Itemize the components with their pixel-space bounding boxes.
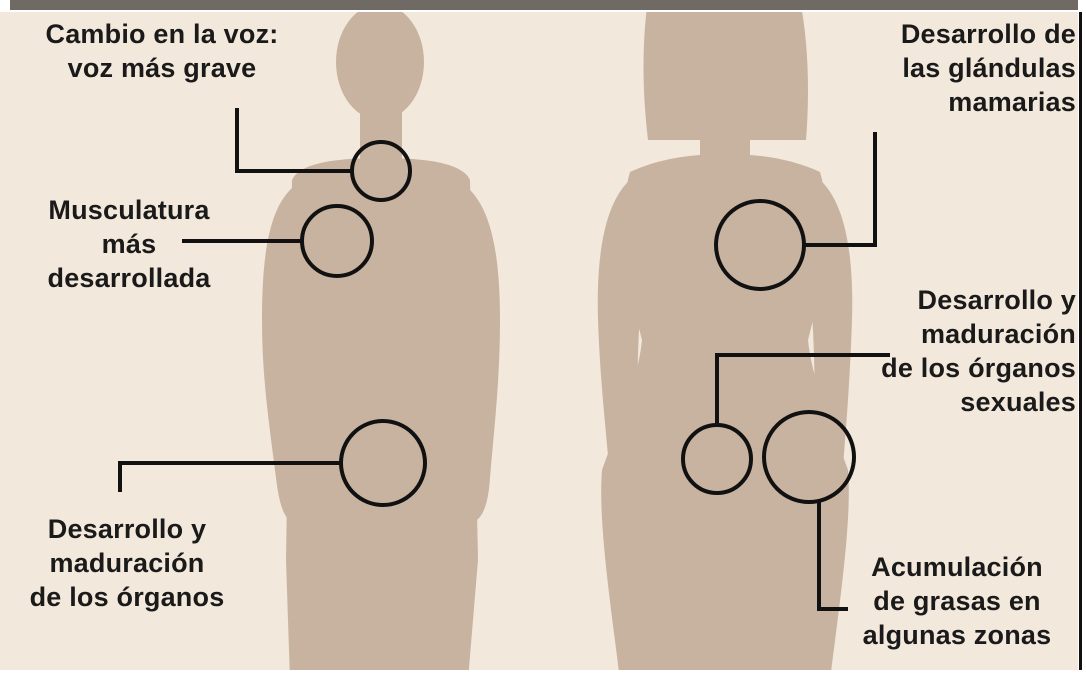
fat-leader-line bbox=[817, 501, 848, 611]
top-frame-bar bbox=[0, 0, 1086, 12]
female-body-silhouette bbox=[597, 0, 853, 680]
male-body-silhouette bbox=[262, 4, 500, 680]
bottom-frame-edge bbox=[0, 670, 1086, 680]
label-musculature: Musculatura más desarrollada bbox=[47, 195, 211, 293]
mammary-leader-line bbox=[804, 132, 877, 247]
voice-leader-line bbox=[235, 108, 352, 173]
label-male-organ-development: Desarrollo y maduración de los órganos bbox=[29, 514, 225, 612]
female-organs-leader-line bbox=[715, 353, 890, 425]
male-organs-leader-line bbox=[118, 461, 341, 492]
fat-callout-circle bbox=[762, 410, 856, 504]
label-voice-change: Cambio en la voz: voz más grave bbox=[45, 19, 279, 83]
label-mammary-development: Desarrollo de las glándulas mamarias bbox=[900, 19, 1076, 117]
right-frame-edge bbox=[1078, 0, 1086, 680]
label-female-organ-development: Desarrollo y maduración de los órganos s… bbox=[881, 285, 1076, 417]
label-fat-accumulation: Acumulación de grasas en algunas zonas bbox=[862, 552, 1052, 650]
